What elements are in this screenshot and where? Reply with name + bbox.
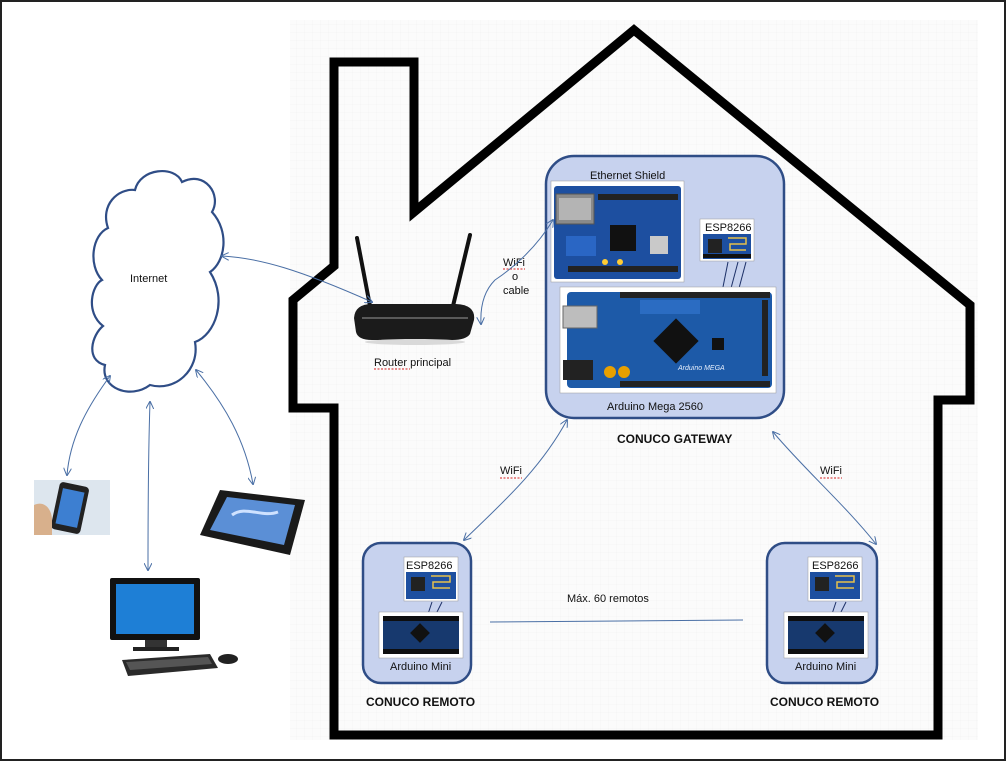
gateway-remote-left-arrow (464, 420, 567, 540)
cloud-phone-arrow (67, 376, 110, 475)
router-gateway-cable-label: cable (503, 285, 529, 297)
ethernet-shield-board (550, 180, 685, 283)
esp8266-remote-left-label: ESP8266 (406, 560, 452, 572)
arduino-mini-right-board (783, 611, 869, 659)
cloud-tablet-arrow (196, 370, 253, 484)
wifi-left-label: WiFi (500, 465, 522, 477)
cloud-icon (90, 170, 225, 393)
conuco-remoto-right-title: CONUCO REMOTO (770, 695, 879, 709)
router-label: Router principal (374, 357, 451, 369)
esp8266-remote-right-module (807, 556, 863, 602)
esp8266-gateway-module (699, 218, 755, 262)
internet-label: Internet (130, 273, 167, 285)
conuco-remoto-left-title: CONUCO REMOTO (366, 695, 475, 709)
arduino-mega-label: Arduino Mega 2560 (607, 401, 703, 413)
cloud-desktop-arrow (148, 402, 150, 570)
ethernet-shield-label: Ethernet Shield (590, 170, 665, 182)
arduino-mega-board: Arduino MEGA (559, 286, 777, 394)
smartphone-icon (34, 480, 110, 535)
svg-text:Arduino MEGA: Arduino MEGA (677, 365, 725, 372)
esp8266-gateway-label: ESP8266 (705, 222, 751, 234)
house-outline (288, 24, 975, 740)
arduino-mini-left-label: Arduino Mini (390, 661, 451, 673)
arduino-mini-left-board (378, 611, 464, 659)
esp8266-remote-left-module (403, 556, 459, 602)
conuco-gateway-title: CONUCO GATEWAY (617, 432, 732, 446)
wifi-right-label: WiFi (820, 465, 842, 477)
max-remotes-line (489, 619, 744, 623)
desktop-computer-icon (110, 578, 238, 676)
cloud-router-arrow (222, 256, 372, 302)
max-remotes-label: Máx. 60 remotos (567, 593, 649, 605)
gateway-remote-right-arrow (773, 432, 876, 544)
esp8266-remote-right-label: ESP8266 (812, 560, 858, 572)
arduino-mini-right-label: Arduino Mini (795, 661, 856, 673)
router-gateway-arrow (481, 220, 553, 324)
router-gateway-o-label: o (512, 271, 518, 283)
tablet-icon (200, 490, 305, 555)
